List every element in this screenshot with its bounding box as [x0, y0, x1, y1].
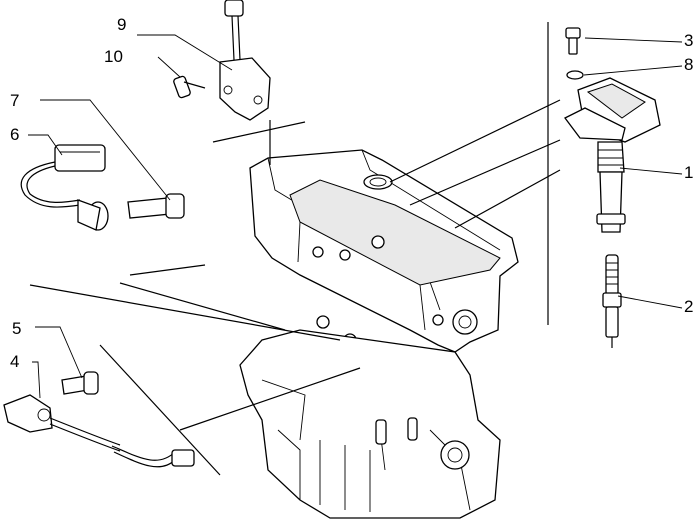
engine-block: [239, 149, 519, 519]
part-10-bolt: [173, 75, 206, 99]
part-4-sensor-cable: [3, 394, 195, 468]
part-9-sensor-bracket: [219, 0, 271, 121]
part-2-spark-plug: [602, 254, 622, 348]
part-6-sensor-cable: [20, 144, 109, 231]
leader-lines: [28, 34, 683, 399]
part-5-bolt: [61, 371, 99, 395]
callout-7: 7: [10, 91, 19, 110]
part-3-screw: [565, 27, 581, 55]
assembly-lines: [29, 22, 561, 476]
callout-4: 4: [10, 352, 19, 371]
part-7-bolt: [127, 193, 185, 219]
part-8-washer: [566, 70, 584, 80]
callout-8: 8: [684, 55, 693, 74]
callout-5: 5: [12, 319, 21, 338]
callout-3: 3: [684, 31, 693, 50]
callout-6: 6: [10, 125, 19, 144]
callout-1: 1: [684, 163, 693, 182]
callout-9: 9: [117, 15, 126, 34]
callout-labels: 9 10 7 6 5 4 3 8 1 2: [10, 15, 693, 371]
callout-2: 2: [684, 297, 693, 316]
callout-10: 10: [104, 47, 123, 66]
part-1-ignition-coil: [564, 77, 661, 233]
